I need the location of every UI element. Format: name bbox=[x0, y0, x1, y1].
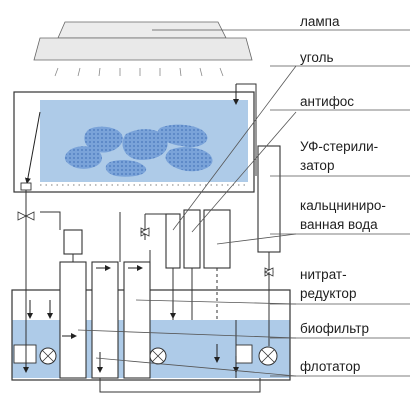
sump bbox=[11, 229, 291, 381]
label-flotator: флотатор bbox=[300, 359, 361, 374]
calcium-reactor bbox=[203, 209, 231, 269]
lamp bbox=[33, 21, 253, 77]
drip-icon bbox=[13, 344, 37, 364]
label-biofilter: биофильтр bbox=[300, 321, 369, 336]
rocks bbox=[64, 124, 213, 177]
antiphos-reactor bbox=[183, 209, 201, 269]
pump-icon bbox=[39, 347, 57, 365]
main-aquarium bbox=[13, 83, 257, 193]
pump-icon bbox=[258, 346, 278, 366]
valve-icon bbox=[17, 211, 35, 221]
label-nitrate-line2: редуктор bbox=[300, 286, 357, 301]
label-calc-line1: кальцниниро- bbox=[300, 198, 386, 213]
biofilter-column bbox=[123, 261, 151, 379]
pump-icon bbox=[149, 347, 167, 365]
label-uv-line2: затор bbox=[300, 158, 335, 173]
label-coal: уголь bbox=[300, 50, 334, 65]
nitrate-reductor bbox=[91, 261, 119, 379]
label-nitrate-line1: нитрат- bbox=[300, 267, 347, 282]
pipes bbox=[25, 190, 270, 393]
flotator-column bbox=[59, 261, 87, 379]
label-calc-line2: ванная вода bbox=[300, 217, 378, 232]
coal-reactor bbox=[165, 213, 181, 269]
flotator-cup bbox=[63, 229, 83, 255]
valve-icon bbox=[140, 227, 150, 237]
label-uv-line1: УФ-стерили- bbox=[300, 139, 379, 154]
label-lamp: лампа bbox=[300, 14, 340, 29]
uv-sterilizer bbox=[257, 145, 281, 277]
flow-arrows bbox=[23, 265, 239, 373]
reactors bbox=[140, 209, 231, 269]
leader-lines bbox=[77, 29, 410, 377]
label-antiphos: антифос bbox=[300, 94, 355, 109]
